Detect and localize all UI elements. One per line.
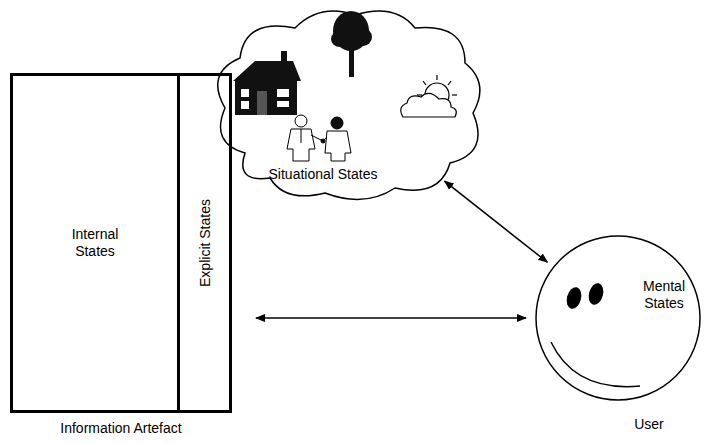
weather-icon — [401, 75, 457, 117]
explicit-states-label: Explicit States — [196, 199, 213, 287]
face-outline — [536, 236, 700, 400]
cloud-outline — [218, 11, 480, 199]
situational-states-label: Situational States — [243, 166, 403, 183]
double-arrow — [256, 317, 526, 319]
artefact-box: Internal StatesInformation ArtefactExpli… — [10, 73, 232, 413]
explicit-states-strip: Explicit States — [177, 76, 229, 410]
mental-states-label: Mental States — [636, 278, 692, 312]
house-icon — [233, 51, 301, 115]
artefact-caption: Information Artefact — [0, 420, 252, 437]
tree-icon — [331, 11, 372, 77]
situation-cloud: Situational States — [205, 3, 490, 206]
people-icon — [287, 115, 351, 161]
double-arrow — [445, 181, 548, 262]
user-caption: User — [614, 416, 684, 433]
internal-states-label: Internal States — [60, 226, 130, 260]
user-face: Mental StatesUser — [536, 236, 700, 400]
